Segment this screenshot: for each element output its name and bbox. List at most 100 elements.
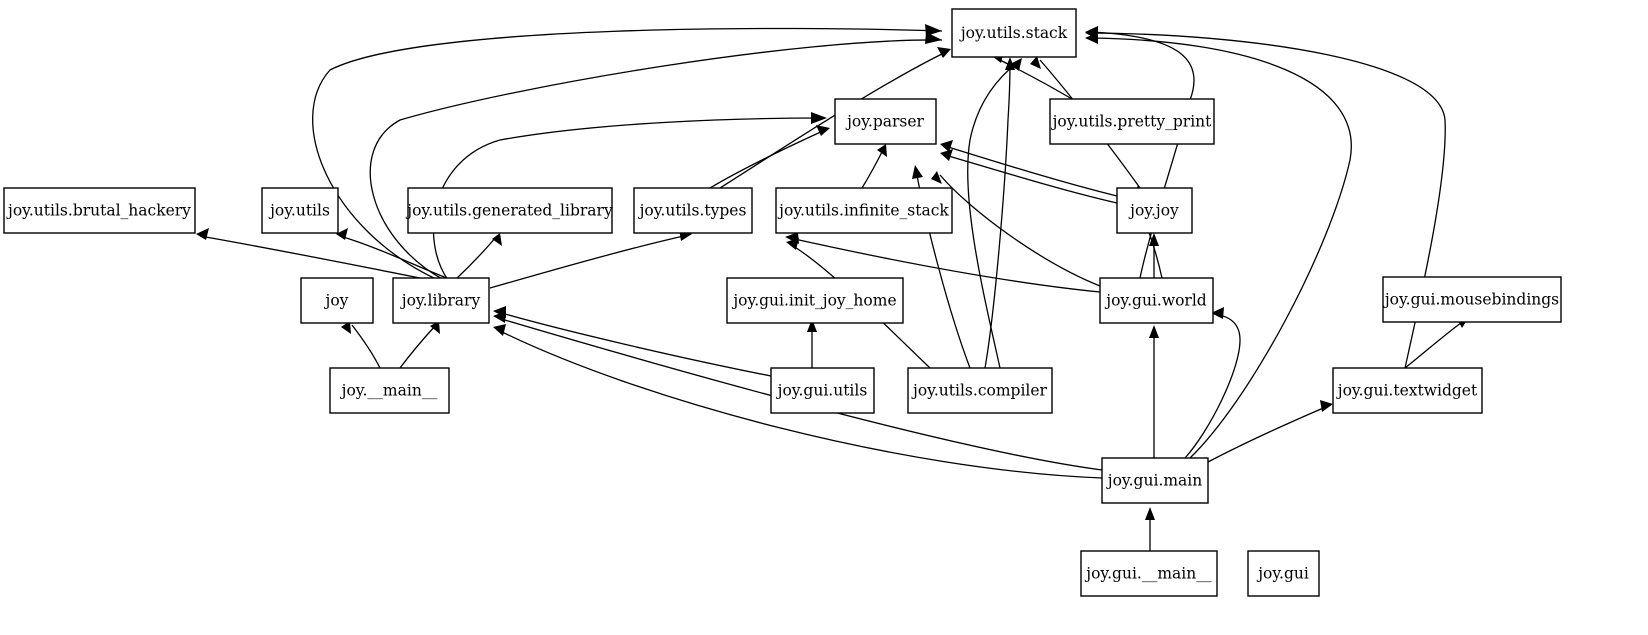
graph-node[interactable]: joy.gui.main	[1101, 457, 1209, 504]
edge	[369, 32, 943, 281]
arrowhead-icon	[1085, 27, 1098, 39]
edge-line	[995, 57, 1073, 100]
node-box[interactable]	[1101, 457, 1209, 504]
edge	[1207, 400, 1333, 463]
edge-line	[944, 145, 1118, 197]
graph-node[interactable]: joy.library	[392, 277, 490, 324]
node-label: joy.gui	[1256, 565, 1309, 583]
graph-node[interactable]: joy.parser	[834, 98, 937, 145]
node-box[interactable]	[1332, 367, 1483, 414]
edge	[967, 58, 1022, 369]
graph-node[interactable]: joy.utils.generated_library	[405, 187, 613, 234]
edge	[1149, 325, 1159, 458]
node-label: joy.library	[400, 292, 481, 310]
node-box[interactable]	[1116, 187, 1193, 234]
node-box[interactable]	[300, 277, 374, 324]
arrowhead-icon	[807, 319, 817, 332]
edge-line	[1207, 405, 1329, 463]
node-label: joy.gui.textwidget	[1336, 382, 1478, 400]
arrowhead-icon	[925, 24, 942, 36]
arrowhead-icon	[940, 149, 953, 161]
arrowhead-icon	[925, 32, 942, 44]
node-box[interactable]	[261, 187, 339, 234]
edge-line	[719, 51, 947, 189]
node-box[interactable]	[329, 367, 450, 414]
graph-node[interactable]: joy.__main__	[329, 367, 450, 414]
graph-node[interactable]: joy.gui.world	[1099, 277, 1214, 324]
node-label: joy.gui.utils	[776, 382, 868, 400]
node-box[interactable]	[407, 187, 613, 234]
node-label: joy.utils.stack	[959, 24, 1068, 42]
nodes-layer: joy.utils.stack joy.parser joy.utils.prett…	[3, 8, 1562, 597]
node-label: joy.utils.brutal_hackery	[6, 202, 191, 220]
node-box[interactable]	[770, 367, 875, 414]
node-box[interactable]	[1049, 98, 1215, 145]
node-label: joy.utils.generated_library	[405, 202, 613, 220]
node-box[interactable]	[3, 187, 196, 234]
edge	[940, 140, 1118, 197]
arrowhead-icon	[430, 321, 440, 334]
graph-node[interactable]: joy.gui.__main__	[1080, 550, 1218, 597]
node-box[interactable]	[907, 367, 1053, 414]
edge	[493, 324, 1103, 479]
edge	[336, 228, 453, 281]
graph-node[interactable]: joy.gui.textwidget	[1332, 367, 1483, 414]
node-box[interactable]	[633, 187, 753, 234]
graph-node[interactable]: joy.utils.brutal_hackery	[3, 187, 196, 234]
edge-line	[944, 154, 1118, 204]
graph-node[interactable]: joy.joy	[1116, 187, 1193, 234]
node-box[interactable]	[1382, 276, 1562, 323]
node-label: joy.parser	[845, 113, 924, 131]
node-label: joy.gui.mousebindings	[1383, 291, 1559, 309]
node-box[interactable]	[1080, 550, 1218, 597]
edge	[1085, 32, 1352, 459]
edge-line	[939, 174, 1101, 287]
edge-line	[339, 235, 453, 281]
graph-node[interactable]: joy.utils.pretty_print	[1049, 98, 1215, 145]
edge	[1145, 507, 1155, 551]
node-box[interactable]	[951, 8, 1077, 58]
node-label: joy.gui.main	[1106, 472, 1202, 490]
node-box[interactable]	[392, 277, 490, 324]
node-label: joy.utils.types	[638, 202, 747, 220]
graph-node[interactable]: joy.utils.infinite_stack	[775, 187, 953, 234]
node-label: joy.utils.compiler	[911, 382, 1047, 400]
arrowhead-icon	[493, 324, 506, 336]
arrowhead-icon	[786, 238, 799, 250]
node-box[interactable]	[775, 187, 953, 234]
graph-node[interactable]: joy.utils.types	[633, 187, 753, 234]
edge	[454, 233, 502, 281]
node-box[interactable]	[1099, 277, 1214, 324]
node-box[interactable]	[726, 277, 904, 324]
graph-node[interactable]: joy.utils.compiler	[907, 367, 1053, 414]
arrowhead-icon	[1149, 325, 1159, 338]
node-label: joy	[324, 292, 349, 310]
arrowhead-icon	[336, 228, 348, 240]
node-box[interactable]	[834, 98, 937, 145]
graph-node[interactable]: joy.gui.utils	[770, 367, 875, 414]
graph-node[interactable]: joy.utils.stack	[951, 8, 1077, 58]
edge	[861, 144, 887, 189]
arrowhead-icon	[1145, 507, 1155, 520]
graph-node[interactable]: joy.gui.mousebindings	[1382, 276, 1562, 323]
graph-node[interactable]: joy	[300, 277, 374, 324]
node-box[interactable]	[1247, 550, 1320, 597]
arrowhead-icon	[811, 112, 827, 124]
graph-node[interactable]: joy.utils	[261, 187, 339, 234]
graph-node[interactable]: joy.gui	[1247, 550, 1320, 597]
arrowhead-icon	[816, 125, 830, 136]
edge	[931, 171, 1101, 287]
node-label: joy.__main__	[340, 382, 438, 400]
graph-node[interactable]: joy.gui.init_joy_home	[726, 277, 904, 324]
edge	[1184, 307, 1241, 459]
edge-line	[351, 324, 381, 369]
arrowhead-icon	[1149, 233, 1159, 246]
node-label: joy.gui.init_joy_home	[731, 292, 896, 310]
arrowhead-icon	[341, 321, 351, 334]
arrowhead-icon	[493, 311, 506, 323]
node-label: joy.gui.__main__	[1084, 565, 1212, 583]
edge	[807, 319, 817, 368]
edge	[341, 321, 381, 369]
